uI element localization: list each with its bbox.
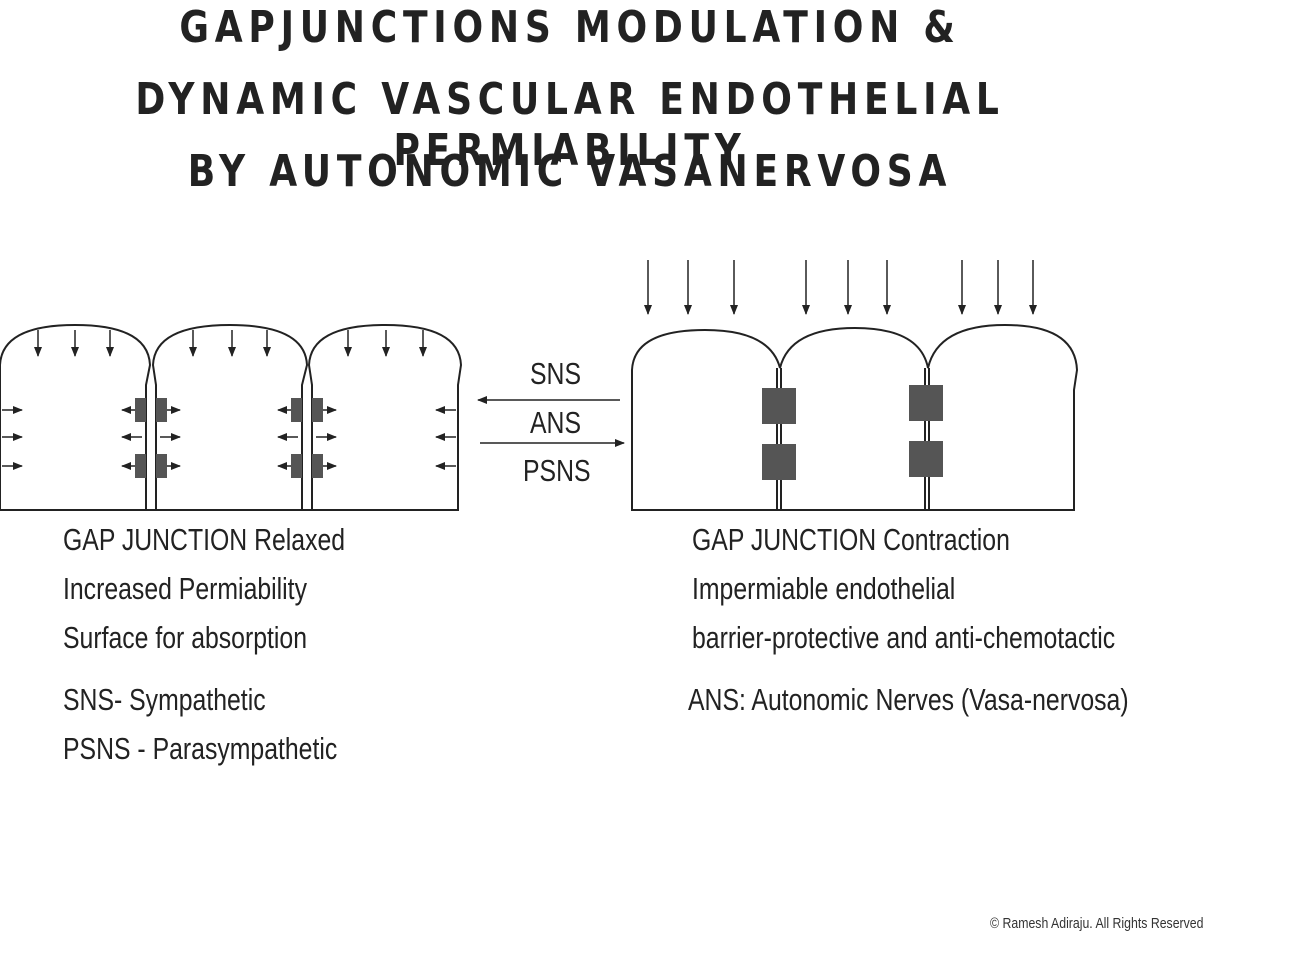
title-line-1: GAPJUNCTIONS MODULATION & [179,2,961,53]
copyright-notice: © Ramesh Adiraju. All Rights Reserved [990,915,1204,932]
left-caption-5: PSNS - Parasympathetic [63,731,338,766]
left-caption-1: GAP JUNCTION Relaxed [63,522,346,557]
sns-label: SNS [530,356,581,391]
contracted-junction-3 [909,385,943,421]
contracted-junction-2 [762,444,796,480]
relaxed-cell-2 [151,323,309,511]
right-caption-1: GAP JUNCTION Contraction [692,522,1010,557]
contracted-junction-4 [909,441,943,477]
contracted-top-arrows [644,260,1037,315]
contracted-cell-group [631,323,1079,511]
relaxed-cell-3 [307,323,463,511]
relaxed-side-arrows [2,406,456,470]
title-line-3: BY AUTONOMIC VASANERVOSA [187,146,953,197]
title-line-2: DYNAMIC VASCULAR ENDOTHELIAL PERMIABILIT… [135,74,1005,176]
left-caption-3: Surface for absorption [63,620,308,655]
relaxed-top-arrows [34,330,427,357]
psns-label: PSNS [523,453,591,488]
relaxed-junction-1d [156,454,167,478]
relaxed-gap-junctions [135,398,323,478]
relaxed-junction-2b [312,398,323,422]
relaxed-cell-group [0,323,463,511]
right-caption-2: Impermiable endothelial [692,571,956,606]
left-caption-2: Increased Permiability [63,571,307,606]
left-caption-4: SNS- Sympathetic [63,682,266,717]
relaxed-junction-1c [135,454,146,478]
relaxed-junction-1a [135,398,146,422]
relaxed-junction-2a [291,398,302,422]
relaxed-junction-1b [156,398,167,422]
relaxed-cell-1 [0,323,152,511]
right-caption-4: ANS: Autonomic Nerves (Vasa-nervosa) [688,682,1129,717]
contracted-gap-junctions [762,385,943,480]
relaxed-junction-2c [291,454,302,478]
ans-label: ANS [530,405,581,440]
contracted-cell-outline [631,323,1079,511]
contracted-junction-1 [762,388,796,424]
right-caption-3: barrier-protective and anti-chemotactic [692,620,1116,655]
relaxed-junction-2d [312,454,323,478]
middle-arrows [477,396,625,447]
